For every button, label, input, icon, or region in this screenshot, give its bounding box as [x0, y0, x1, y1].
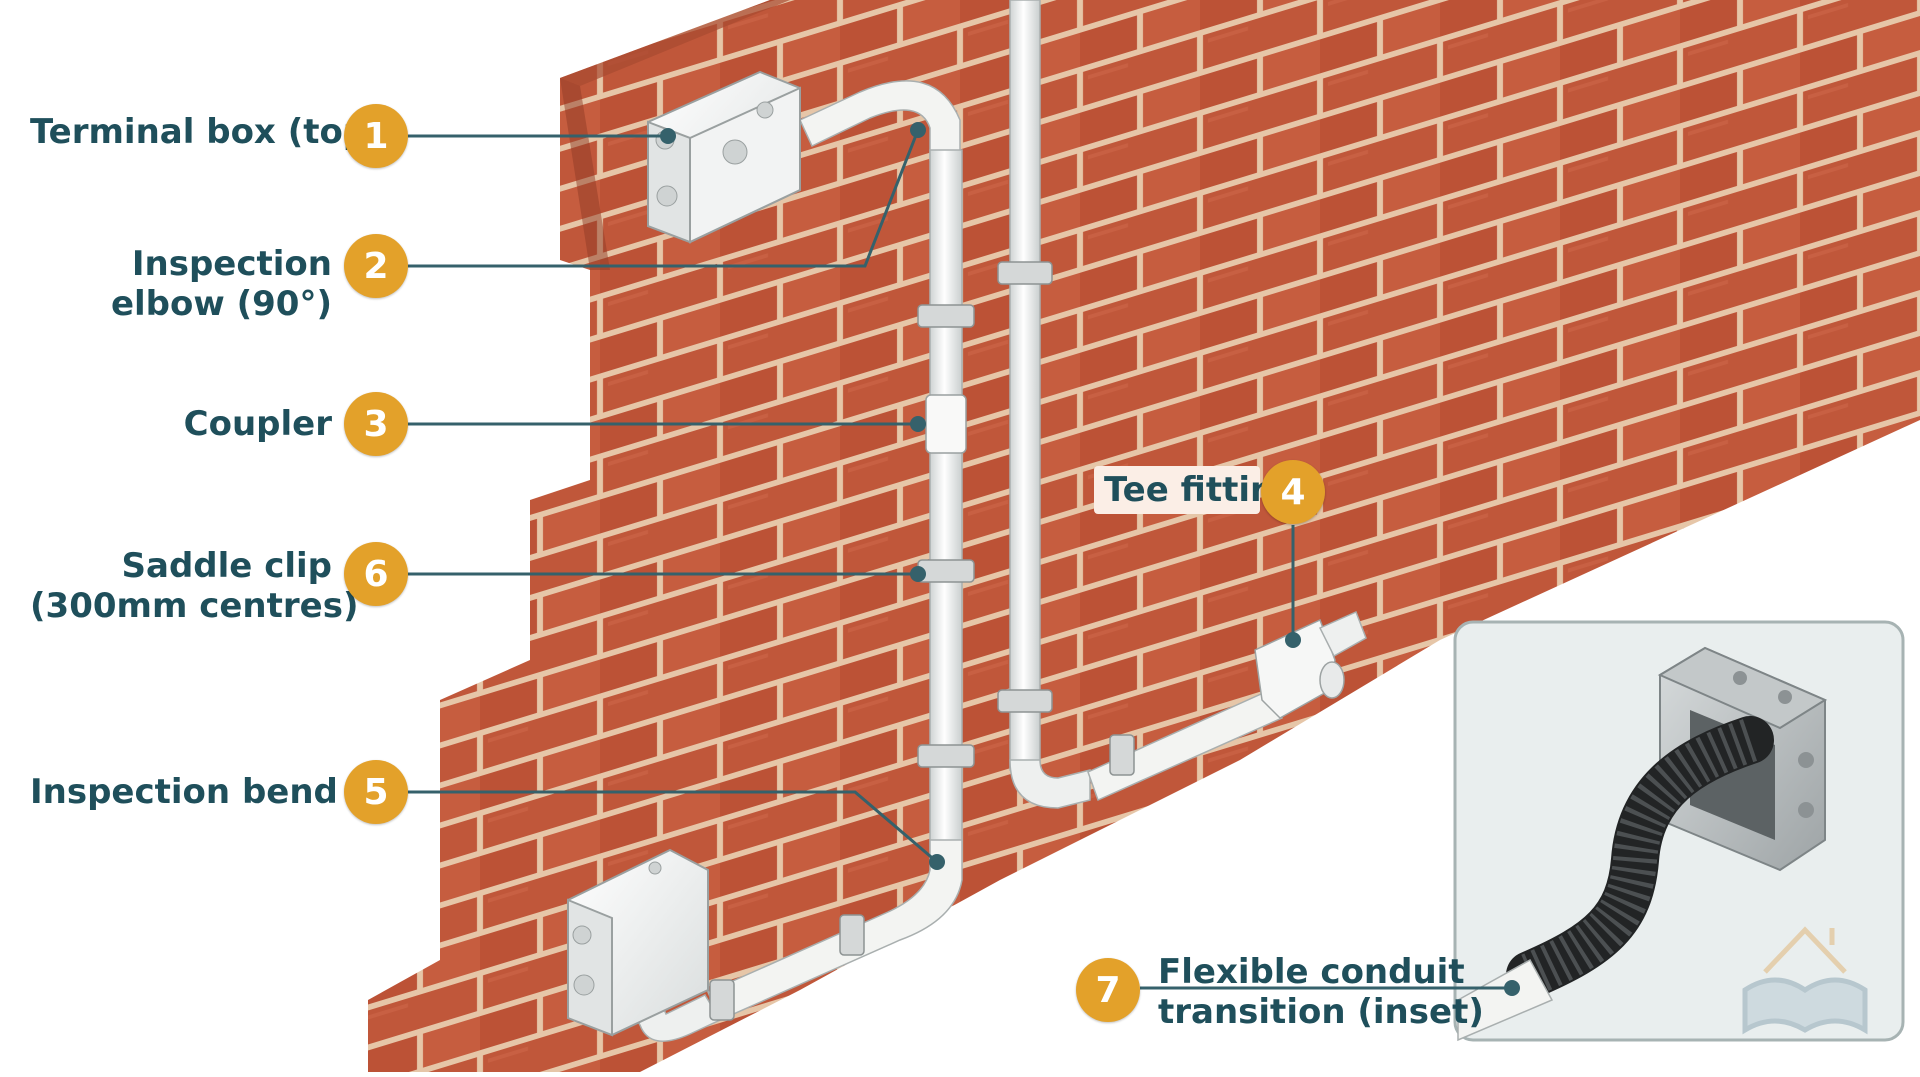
coupler: [925, 394, 967, 454]
callout-label-terminal-box-top: Terminal box (top): [30, 112, 383, 152]
wall-left-shade: [560, 78, 610, 270]
leader-end-dots: [660, 122, 1520, 996]
inset-panel: [1453, 620, 1905, 1042]
callout-badge-5: 5: [344, 760, 408, 824]
callout-badge-3: 3: [344, 392, 408, 456]
inset-rigid-conduit: [1457, 958, 1554, 1042]
logo-house-book-icon: [1742, 926, 1868, 1035]
inspection-bend-body: [707, 839, 963, 1021]
callout-label-saddle-clip: Saddle clip(300mm centres): [30, 546, 359, 626]
tee-branch-open-end: [1319, 661, 1345, 699]
bottom-terminal-box: [567, 848, 709, 1037]
callout-label-inspection-bend: Inspection bend: [30, 772, 338, 812]
callout-badge-1: 1: [344, 104, 408, 168]
conduit-to-tee: [1087, 689, 1283, 802]
conduit-from-top-box: [799, 80, 961, 161]
leader-lines: [408, 129, 1512, 990]
brick-wall: [368, 0, 1920, 1072]
callout-badge-2: 2: [344, 234, 408, 298]
callout-badge-6: 6: [344, 542, 408, 606]
bend-to-tee: [1009, 759, 1091, 809]
callout-label-coupler: Coupler: [183, 404, 332, 444]
tee-label-backdrop: [1094, 466, 1260, 514]
vertical-conduit-right: [1009, 0, 1041, 771]
callout-badge-7: 7: [1076, 958, 1140, 1022]
callout-badge-4: 4: [1261, 460, 1325, 524]
saddle-clips: [709, 261, 1135, 1021]
conduit-beyond-tee: [1318, 610, 1367, 658]
wall-top-edge: [560, 0, 790, 86]
